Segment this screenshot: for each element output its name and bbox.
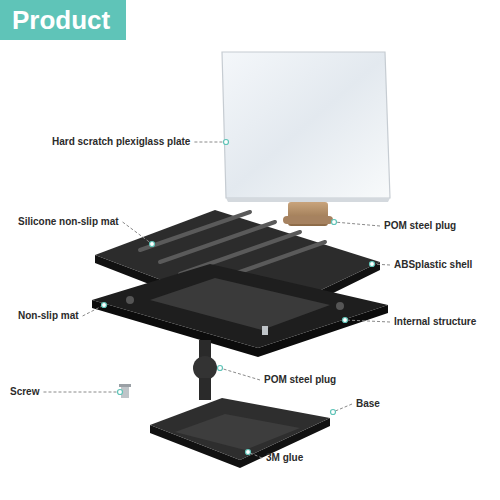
leader-dot [246,450,251,455]
leader-dot [118,390,123,395]
base-plate [150,398,330,460]
ball-joint [193,356,217,380]
leader-dot [150,242,155,247]
part-label: POM steel plug [384,220,456,232]
part-label: Hard scratch plexiglass plate [52,136,190,148]
leader-dot [102,303,107,308]
leader-dot [343,318,348,323]
mat-stripe [160,222,275,262]
part-label: Screw [10,386,39,398]
leader-dot [332,220,337,225]
hinge-pin [283,216,333,224]
leader-line [83,305,104,316]
leader-line [194,142,226,143]
screw [262,326,268,335]
leader-dot [224,140,229,145]
plate-edge [226,198,390,202]
leader-line [220,368,260,380]
tray-post [336,302,344,310]
leader-dot [370,262,375,267]
leader-line [123,222,152,244]
lower-tray [92,264,388,348]
glue-pad [175,414,300,450]
leader-line [43,392,120,393]
leader-line [345,320,390,322]
mat-stripe [140,212,250,250]
part-label: POM steel plug [264,374,336,386]
joint-neck [199,378,211,400]
part-label: Internal structure [394,316,476,328]
part-label: 3M glue [266,452,303,464]
leader-dot [218,366,223,371]
tray-gloss [150,278,330,330]
leader-line [334,222,380,226]
part-label: Non-slip mat [18,310,79,322]
part-label: ABSplastic shell [394,259,472,271]
joint-stem [199,340,211,358]
leader-dot [331,410,336,415]
title-banner: Product [0,0,126,40]
part-label: Base [356,398,380,410]
tray-post [126,296,134,304]
plexiglass-plate [222,52,390,198]
part-label: Silicone non-slip mat [18,216,119,228]
